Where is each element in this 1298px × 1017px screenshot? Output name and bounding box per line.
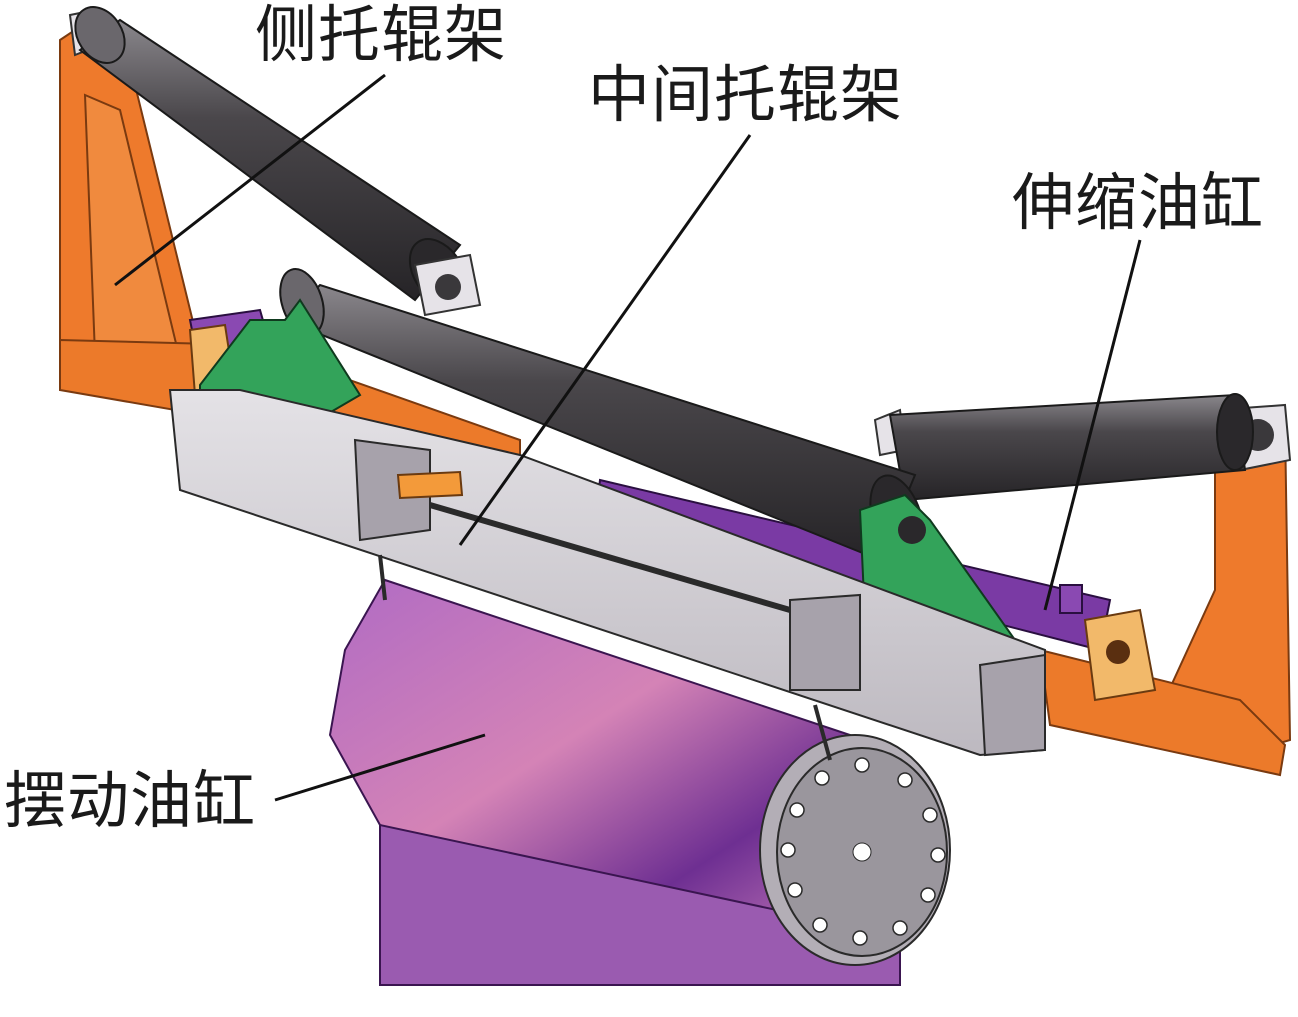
right-side-roller [888, 393, 1254, 502]
label-middle-idler-frame: 中间托辊架 [588, 58, 904, 131]
label-swing-cylinder: 摆动油缸 [4, 764, 257, 837]
leader-middle-idler-frame [458, 134, 752, 546]
label-side-idler-frame: 侧托辊架 [255, 0, 508, 71]
leader-swing-cylinder [274, 733, 486, 802]
leader-side-idler-frame [114, 73, 386, 287]
leader-telescopic-cylinder [1043, 239, 1142, 611]
left-side-roller [74, 6, 482, 317]
label-telescopic-cylinder: 伸缩油缸 [1012, 166, 1265, 239]
crossbeam [168, 389, 1046, 757]
leader-lines [114, 73, 1142, 802]
swing-cylinder [328, 554, 951, 986]
